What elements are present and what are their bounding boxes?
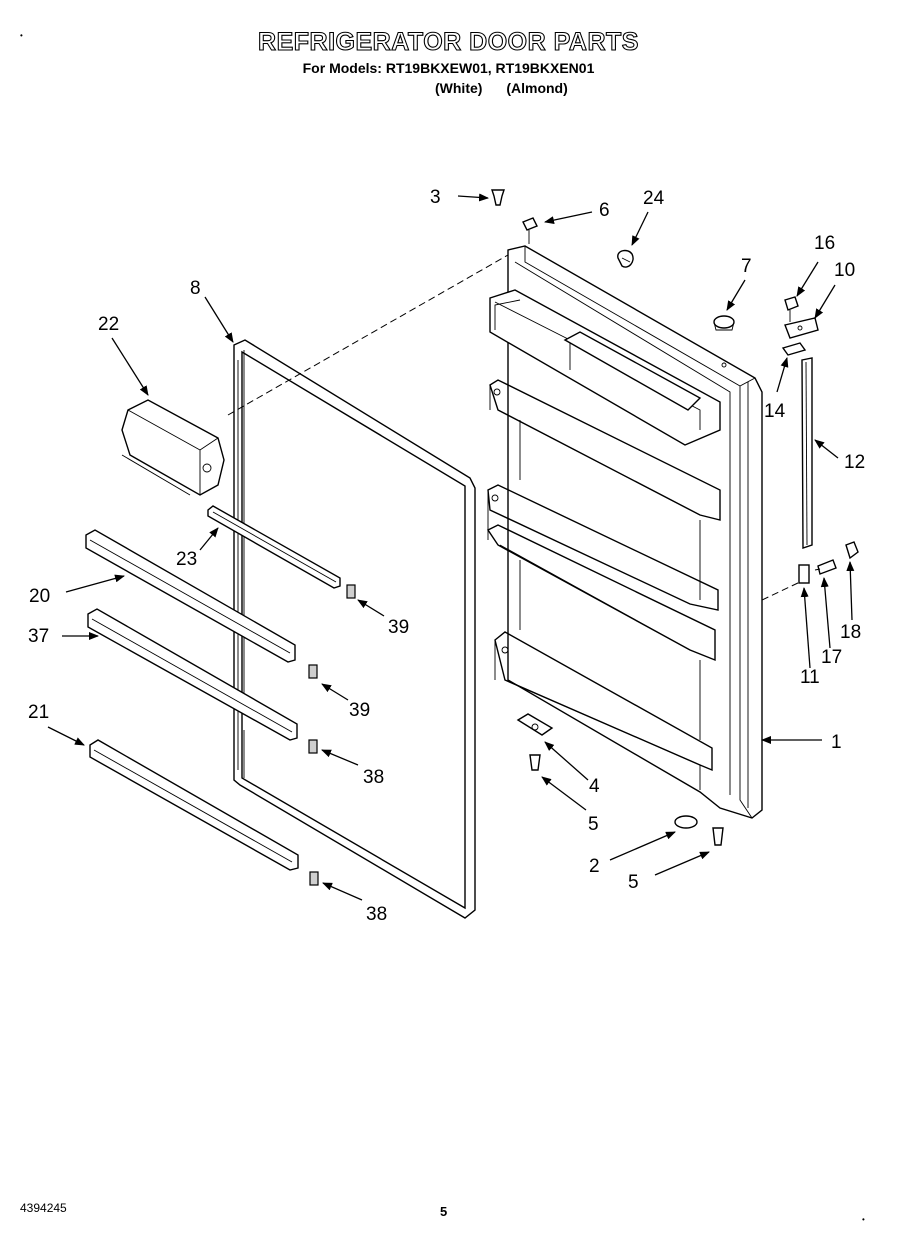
part-17-pin [814, 559, 837, 575]
callout-12: 12 [844, 452, 865, 473]
part-37-bar [87, 608, 298, 741]
callout-7: 7 [741, 256, 752, 277]
part-4-bracket [516, 713, 554, 736]
callout-14: 14 [764, 401, 786, 422]
variant-almond: (Almond) [506, 80, 568, 96]
part-21-bar [89, 739, 299, 871]
part-door-gasket [233, 339, 476, 919]
variant-white: (White) [435, 80, 483, 96]
callout-11: 11 [800, 667, 820, 688]
callout-2: 2 [589, 856, 600, 877]
callout-5-a: 5 [588, 814, 599, 835]
part-18-cap [845, 541, 859, 560]
part-7-button [713, 315, 735, 331]
callout-24: 24 [643, 188, 665, 209]
part-14-shim [781, 342, 807, 356]
end-cap-39-a [346, 584, 356, 599]
callout-5-b: 5 [628, 872, 639, 893]
callout-6: 6 [599, 200, 610, 221]
page-number: 5 [440, 1204, 448, 1219]
part-20-bar [85, 529, 296, 663]
part-3-plug [491, 189, 505, 206]
part-6-screw [522, 217, 538, 244]
part-10-hinge [784, 317, 819, 339]
part-23-bar [207, 505, 341, 589]
callout-1: 1 [831, 732, 842, 753]
callout-4: 4 [589, 776, 600, 797]
callout-37: 37 [28, 626, 49, 647]
color-variants: (White) (Almond) [435, 80, 588, 96]
end-cap-38-a [308, 739, 318, 754]
end-cap-38-b [309, 871, 319, 886]
part-16-screw [784, 296, 799, 322]
callout-10: 10 [834, 260, 855, 281]
end-cap-39-b [308, 664, 318, 679]
document-number: 4394245 [20, 1201, 67, 1215]
part-11-bushing [798, 564, 810, 584]
callout-18: 18 [840, 622, 861, 643]
callout-38-a: 38 [363, 767, 384, 788]
part-12-strip [801, 357, 813, 549]
models-line: For Models: RT19BKXEW01, RT19BKXEN01 [302, 60, 595, 76]
part-24-clip [617, 249, 634, 268]
callout-3: 3 [430, 187, 441, 208]
callout-39-b: 39 [349, 700, 370, 721]
corner-mark: • [862, 1215, 865, 1224]
callout-23: 23 [176, 549, 197, 570]
part-5-screw-b [712, 827, 724, 846]
callout-38-b: 38 [366, 904, 387, 925]
part-door [486, 245, 763, 819]
part-5-screw-a [529, 754, 541, 771]
corner-mark: • [20, 31, 23, 40]
callout-16: 16 [814, 233, 835, 254]
callout-39-a: 39 [388, 617, 409, 638]
callout-21: 21 [28, 702, 49, 723]
callout-20: 20 [29, 586, 50, 607]
part-2-washer [674, 815, 698, 829]
part-22-cover [121, 399, 225, 496]
callout-8: 8 [190, 278, 201, 299]
page-title: REFRIGERATOR DOOR PARTS [257, 27, 639, 56]
callout-22: 22 [98, 314, 119, 335]
callout-17: 17 [821, 647, 842, 668]
